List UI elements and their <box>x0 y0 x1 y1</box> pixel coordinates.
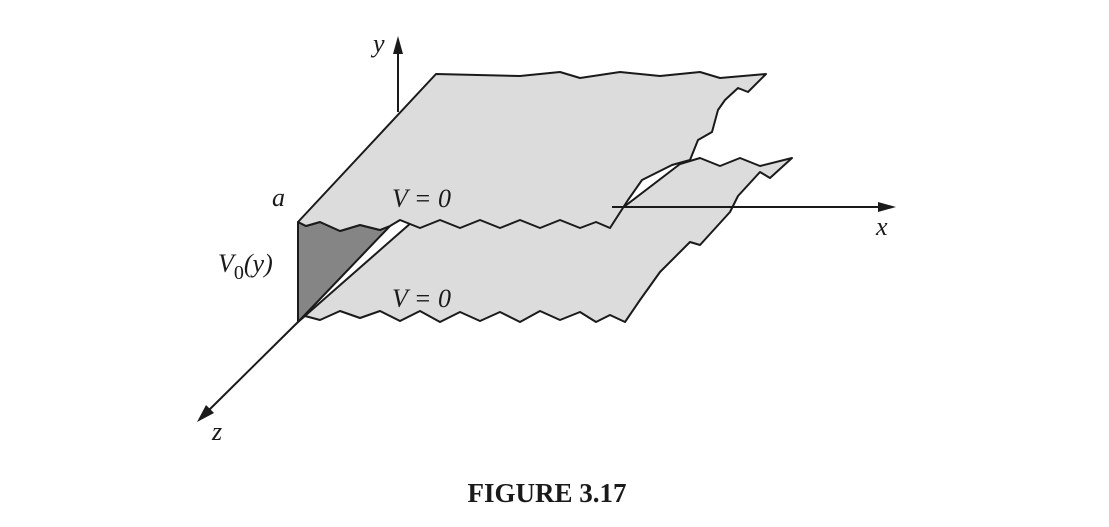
y-axis-arrowhead <box>393 36 403 54</box>
top-plate <box>297 71 767 232</box>
figure-caption: FIGURE 3.17 <box>467 478 626 508</box>
z-axis-label: z <box>211 417 222 446</box>
boundary-v: V <box>218 249 237 278</box>
y-axis-label: y <box>370 29 385 58</box>
boundary-arg: (y) <box>244 249 273 278</box>
boundary-potential-label: V0(y) <box>218 249 273 284</box>
x-axis-arrowhead <box>878 202 896 212</box>
top-plate-potential-label: V = 0 <box>392 184 451 213</box>
z-axis-arrowhead <box>197 405 214 422</box>
z-axis <box>206 321 299 413</box>
bottom-plate <box>297 157 793 323</box>
height-label: a <box>272 183 285 212</box>
bottom-plate-potential-label: V = 0 <box>392 284 451 313</box>
boundary-subscript: 0 <box>234 262 244 284</box>
x-axis-label: x <box>875 212 888 241</box>
